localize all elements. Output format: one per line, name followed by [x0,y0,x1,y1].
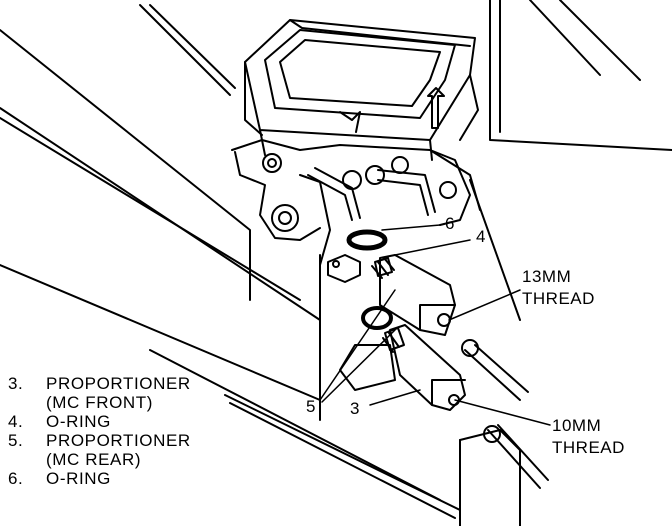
legend-item: (MC REAR) [8,450,191,469]
callout-13mm-word: THREAD [522,289,595,308]
legend-label: PROPORTIONER [46,431,191,450]
proportioner-lower [339,324,466,411]
legend-item: 5. PROPORTIONER [8,431,191,450]
callout-4: 4 [476,227,486,246]
legend-number [8,393,46,412]
o-ring-upper [346,229,388,251]
legend-label: (MC REAR) [46,450,142,469]
o-ring-lower [361,306,393,330]
callout-3: 3 [350,399,360,418]
master-cylinder-body [231,139,481,266]
legend-label: (MC FRONT) [46,393,154,412]
leader-lines [319,224,551,426]
legend-item: 6. O-RING [8,469,191,488]
legend-label: PROPORTIONER [46,374,191,393]
legend-label: O-RING [46,412,111,431]
legend-item: 4. O-RING [8,412,191,431]
proportioner-upper [371,254,456,336]
callout-6: 6 [445,214,455,233]
callout-13mm-thread: 13MM THREAD [522,266,595,310]
callout-10mm-word: THREAD [552,438,625,457]
brake-lines [307,156,436,221]
small-fitting [327,254,361,283]
callout-10mm-size: 10MM [552,416,602,435]
legend-number: 6. [8,469,24,488]
legend-number: 5. [8,431,24,450]
legend-number: 3. [8,374,24,393]
legend-number [8,450,46,469]
brake-tubes [459,339,549,526]
legend-item: 3. PROPORTIONER [8,374,191,393]
legend-label: O-RING [46,469,111,488]
legend-item: (MC FRONT) [8,393,191,412]
parts-legend: 3. PROPORTIONER (MC FRONT) 4. O-RING 5. … [8,374,191,488]
legend-number: 4. [8,412,24,431]
callout-13mm-size: 13MM [522,267,572,286]
fluid-reservoir [244,19,479,161]
callout-5: 5 [306,397,316,416]
callout-10mm-thread: 10MM THREAD [552,415,625,459]
